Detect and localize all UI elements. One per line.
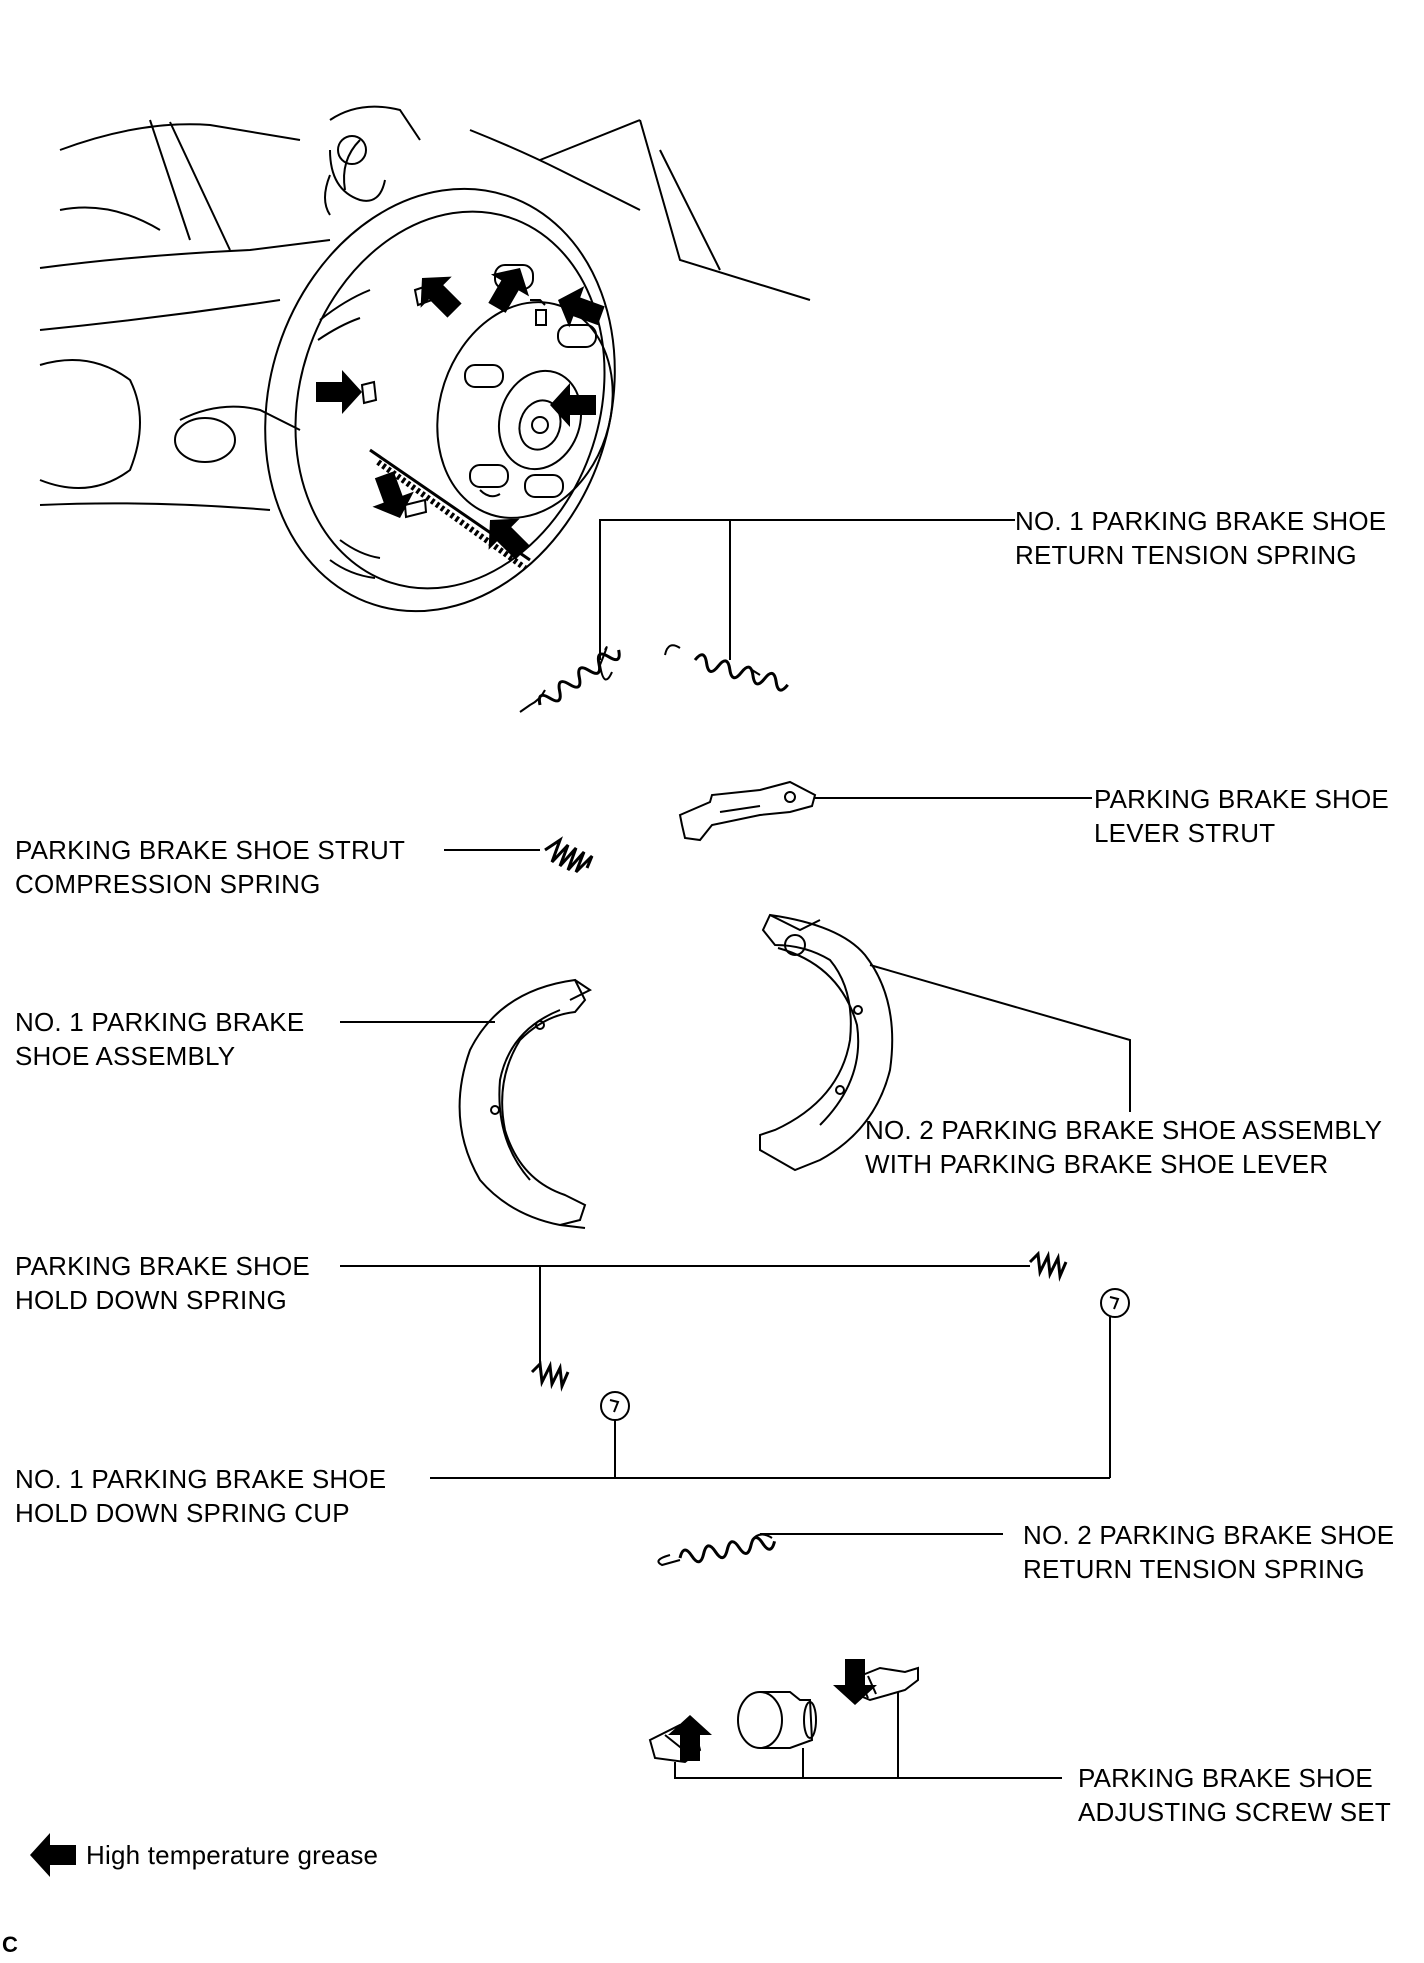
leader-adjusting-screw-set [674, 1692, 1062, 1779]
leader-hold-down-spring-cup [430, 1317, 1111, 1479]
label-line: LEVER STRUT [1094, 818, 1276, 848]
label-line: NO. 2 PARKING BRAKE SHOE ASSEMBLY [865, 1115, 1383, 1145]
label-line: HOLD DOWN SPRING [15, 1285, 287, 1315]
hold-down-springs-part [530, 1250, 1068, 1392]
label-line: HOLD DOWN SPRING CUP [15, 1498, 350, 1528]
leader-no2-shoe-assembly [869, 964, 1131, 1112]
label-adjusting-screw-set: PARKING BRAKE SHOE ADJUSTING SCREW SET [1078, 1761, 1391, 1829]
label-line: NO. 2 PARKING BRAKE SHOE [1023, 1520, 1395, 1550]
label-no1-shoe-assembly: NO. 1 PARKING BRAKE SHOE ASSEMBLY [15, 1005, 304, 1073]
label-hold-down-spring: PARKING BRAKE SHOE HOLD DOWN SPRING [15, 1249, 310, 1317]
label-line: PARKING BRAKE SHOE [15, 1251, 310, 1281]
label-hold-down-spring-cup: NO. 1 PARKING BRAKE SHOE HOLD DOWN SPRIN… [15, 1462, 386, 1530]
grease-arrows-adjusting [668, 1659, 877, 1761]
strut-compression-spring-part [544, 836, 594, 874]
label-line: PARKING BRAKE SHOE STRUT [15, 835, 406, 865]
label-line: PARKING BRAKE SHOE [1094, 784, 1389, 814]
label-line: PARKING BRAKE SHOE [1078, 1763, 1373, 1793]
label-line: NO. 1 PARKING BRAKE SHOE [15, 1464, 387, 1494]
label-no2-shoe-assembly: NO. 2 PARKING BRAKE SHOE ASSEMBLY WITH P… [865, 1113, 1382, 1181]
leader-hold-down-spring [340, 1265, 1030, 1370]
label-no1-return-tension-spring: NO. 1 PARKING BRAKE SHOE RETURN TENSION … [1015, 504, 1386, 572]
label-line: ADJUSTING SCREW SET [1078, 1797, 1391, 1827]
leader-no1-return-spring [599, 519, 1015, 660]
backing-plate-illustration [39, 105, 811, 613]
no1-return-tension-springs [519, 642, 792, 713]
no2-shoe-assembly-part [759, 913, 894, 1172]
no1-shoe-assembly-part [458, 978, 592, 1229]
legend-text: High temperature grease [86, 1840, 379, 1870]
label-line: RETURN TENSION SPRING [1023, 1554, 1365, 1584]
no2-return-tension-spring-part [657, 1532, 778, 1567]
label-line: WITH PARKING BRAKE SHOE LEVER [865, 1149, 1329, 1179]
label-line: RETURN TENSION SPRING [1015, 540, 1357, 570]
hold-down-spring-cups-part [600, 1288, 1130, 1421]
label-lever-strut: PARKING BRAKE SHOE LEVER STRUT [1094, 782, 1389, 850]
label-line: NO. 1 PARKING BRAKE [15, 1007, 305, 1037]
label-line: SHOE ASSEMBLY [15, 1041, 236, 1071]
label-strut-compression-spring: PARKING BRAKE SHOE STRUT COMPRESSION SPR… [15, 833, 405, 901]
arrow-left-icon [30, 1833, 76, 1877]
label-line: COMPRESSION SPRING [15, 869, 321, 899]
corner-mark: C [2, 1932, 19, 1957]
label-no2-return-tension-spring: NO. 2 PARKING BRAKE SHOE RETURN TENSION … [1023, 1518, 1394, 1586]
label-line: NO. 1 PARKING BRAKE SHOE [1015, 506, 1387, 536]
lever-strut-part [678, 780, 817, 842]
